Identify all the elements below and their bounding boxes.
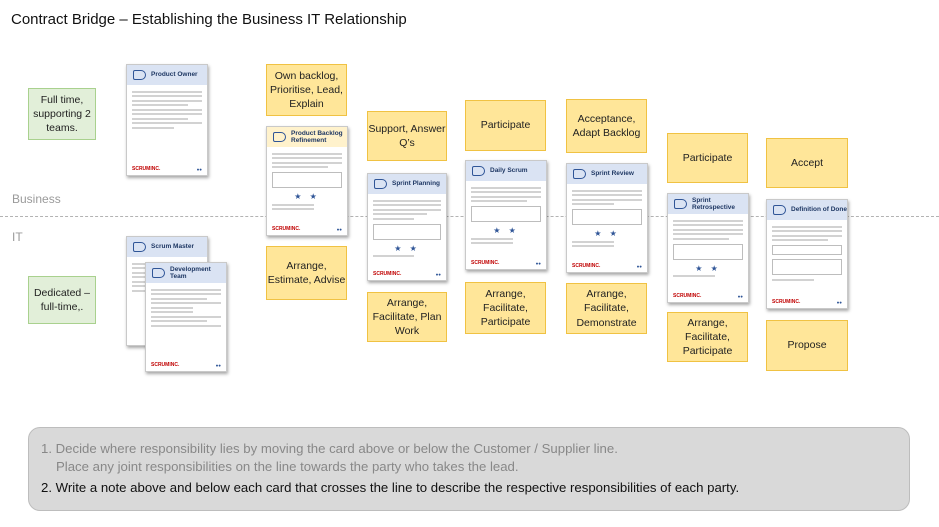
note-above-sprint-retrospective[interactable]: Participate	[667, 133, 748, 183]
partner-logo: ●●	[336, 226, 342, 232]
backlog-refinement-card[interactable]: Product Backlog Refinement ★ ★ SCRUMINC.…	[266, 126, 348, 236]
sprint-review-card[interactable]: Sprint Review ★ ★ SCRUMINC.●●	[566, 163, 648, 273]
card-icon	[133, 242, 146, 252]
scrum-inc-logo: SCRUMINC.	[572, 263, 601, 269]
card-icon	[573, 169, 586, 179]
scrum-inc-logo: SCRUMINC.	[132, 166, 161, 172]
scrum-inc-logo: SCRUMINC.	[272, 226, 301, 232]
development-team-card[interactable]: Development Team SCRUMINC. ●●	[145, 262, 227, 372]
scrum-inc-logo: SCRUMINC.	[471, 260, 500, 266]
partner-logo: ●●	[196, 166, 202, 172]
note-above-sprint-review[interactable]: Acceptance, Adapt Backlog	[566, 99, 647, 153]
card-icon	[472, 166, 485, 176]
card-icon	[374, 179, 387, 189]
sprint-retrospective-card[interactable]: Sprint Retrospective ★ ★ SCRUMINC.●●	[667, 193, 749, 303]
note-below-daily-scrum[interactable]: Arrange, Facilitate, Participate	[465, 282, 546, 334]
partner-logo: ●●	[535, 260, 541, 266]
scrum-inc-logo: SCRUMINC.	[772, 299, 801, 305]
partner-logo: ●●	[215, 362, 221, 368]
card-icon	[773, 205, 786, 215]
page-title: Contract Bridge – Establishing the Busin…	[11, 11, 407, 28]
product-owner-card[interactable]: Product Owner SCRUMINC. ●●	[126, 64, 208, 176]
note-below-sprint-retrospective[interactable]: Arrange, Facilitate, Participate	[667, 312, 748, 362]
card-title: Daily Scrum	[490, 167, 528, 175]
instructions-box: 1. Decide where responsibility lies by m…	[28, 427, 910, 511]
card-title: Product Owner	[151, 71, 198, 79]
instruction-line-1: 1. Decide where responsibility lies by m…	[41, 441, 618, 456]
card-icon	[152, 268, 165, 278]
instruction-line-2: Place any joint responsibilities on the …	[56, 459, 519, 474]
card-icon	[133, 70, 146, 80]
note-below-backlog-refinement[interactable]: Arrange, Estimate, Advise	[266, 246, 347, 300]
card-title: Sprint Planning	[392, 180, 441, 188]
note-below-definition-of-done[interactable]: Propose	[766, 320, 848, 371]
note-above-backlog-refinement[interactable]: Own backlog, Prioritise, Lead, Explain	[266, 64, 347, 116]
card-icon	[674, 199, 687, 209]
card-title: Sprint Review	[591, 170, 634, 178]
lane-label-it: IT	[12, 230, 23, 244]
sprint-planning-card[interactable]: Sprint Planning ★ ★ SCRUMINC.●●	[367, 173, 447, 281]
scrum-inc-logo: SCRUMINC.	[151, 362, 180, 368]
card-title: Scrum Master	[151, 243, 194, 251]
note-below-sprint-planning[interactable]: Arrange, Facilitate, Plan Work	[367, 292, 447, 342]
it-side-note[interactable]: Dedicated – full-time,.	[28, 276, 96, 324]
card-title: Product Backlog Refinement	[291, 129, 343, 144]
partner-logo: ●●	[435, 271, 441, 277]
note-above-sprint-planning[interactable]: Support, Answer Q’s	[367, 111, 447, 161]
daily-scrum-card[interactable]: Daily Scrum ★ ★ SCRUMINC.●●	[465, 160, 547, 270]
lane-label-business: Business	[12, 192, 61, 206]
note-above-definition-of-done[interactable]: Accept	[766, 138, 848, 188]
partner-logo: ●●	[636, 263, 642, 269]
note-above-daily-scrum[interactable]: Participate	[465, 100, 546, 151]
partner-logo: ●●	[836, 299, 842, 305]
card-title: Definition of Done	[791, 206, 847, 214]
scrum-inc-logo: SCRUMINC.	[373, 271, 402, 277]
scrum-inc-logo: SCRUMINC.	[673, 293, 702, 299]
card-title: Sprint Retrospective	[692, 196, 735, 211]
business-side-note[interactable]: Full time, supporting 2 teams.	[28, 88, 96, 140]
partner-logo: ●●	[737, 293, 743, 299]
definition-of-done-card[interactable]: Definition of Done SCRUMINC. ●●	[766, 199, 848, 309]
note-below-sprint-review[interactable]: Arrange, Facilitate, Demonstrate	[566, 283, 647, 334]
card-icon	[273, 132, 286, 142]
instruction-line-3: 2. Write a note above and below each car…	[41, 480, 740, 495]
card-title: Development Team	[170, 265, 211, 280]
